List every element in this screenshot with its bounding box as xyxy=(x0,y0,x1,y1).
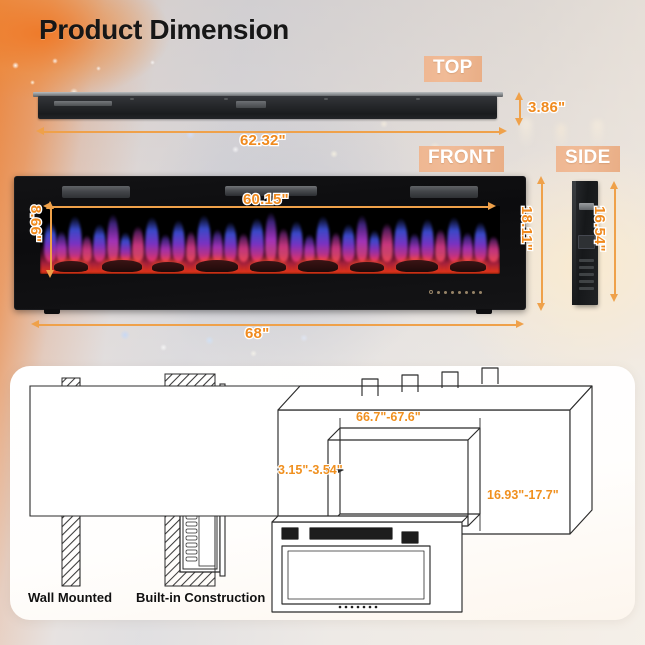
front-vent-left xyxy=(62,186,130,198)
caption-wall-mounted: Wall Mounted xyxy=(28,590,113,605)
front-vent-right xyxy=(410,186,478,198)
badge-side-view: SIDE xyxy=(556,146,620,172)
installation-line-art xyxy=(29,367,593,613)
product-side-view xyxy=(572,181,598,305)
installation-diagram-card: Wall Mounted Built-in Construction 66.7"… xyxy=(10,366,635,620)
badge-top-view: TOP xyxy=(424,56,482,82)
touch-control-icon[interactable] xyxy=(479,290,482,294)
dimension-front-width-label: 68" xyxy=(244,324,271,344)
side-view-front-face xyxy=(572,181,576,305)
side-view-junction-box xyxy=(578,235,595,249)
dimension-side-height-label: 16.54" xyxy=(590,205,610,253)
side-view-window xyxy=(579,203,594,210)
touch-control-icon[interactable] xyxy=(437,290,440,294)
top-view-left-label xyxy=(54,101,112,106)
caption-built-in: Built-in Construction xyxy=(136,590,266,605)
top-view-center-label xyxy=(236,101,266,108)
top-view-body xyxy=(38,96,497,119)
dimension-top-height-label: 3.86" xyxy=(527,98,567,118)
front-foot-left xyxy=(44,309,60,314)
touch-control-icon[interactable] xyxy=(451,290,454,294)
recess-opening xyxy=(327,427,481,527)
dimension-front-height-label: 18.11" xyxy=(517,205,537,253)
recess-width-label: 66.7"-67.6" xyxy=(355,409,422,425)
power-icon[interactable] xyxy=(429,290,433,294)
recess-dimension-ticks xyxy=(324,418,481,531)
dimension-glass-width-label: 60.15" xyxy=(242,190,290,210)
touch-control-icon[interactable] xyxy=(472,290,475,294)
recess-height-label: 16.93"-17.7" xyxy=(486,487,560,503)
touch-control-icon[interactable] xyxy=(458,290,461,294)
recess-depth-label: 3.15"-3.54" xyxy=(277,462,344,478)
page-title: Product Dimension xyxy=(39,14,289,45)
inset-fireplace-drawing xyxy=(271,515,469,613)
product-front-view xyxy=(14,176,526,314)
badge-front-view: FRONT xyxy=(419,146,504,172)
product-top-view xyxy=(33,92,503,122)
dimension-top-width-label: 62.32" xyxy=(239,131,287,151)
dimension-glass-height-label: 8.66" xyxy=(26,204,46,244)
touch-control-icon[interactable] xyxy=(465,290,468,294)
touch-control-panel[interactable] xyxy=(429,290,482,294)
front-vent-center xyxy=(225,186,317,196)
front-foot-right xyxy=(476,309,492,314)
touch-control-icon[interactable] xyxy=(444,290,447,294)
top-view-lip xyxy=(33,92,503,97)
flame-display-screen xyxy=(40,206,500,274)
